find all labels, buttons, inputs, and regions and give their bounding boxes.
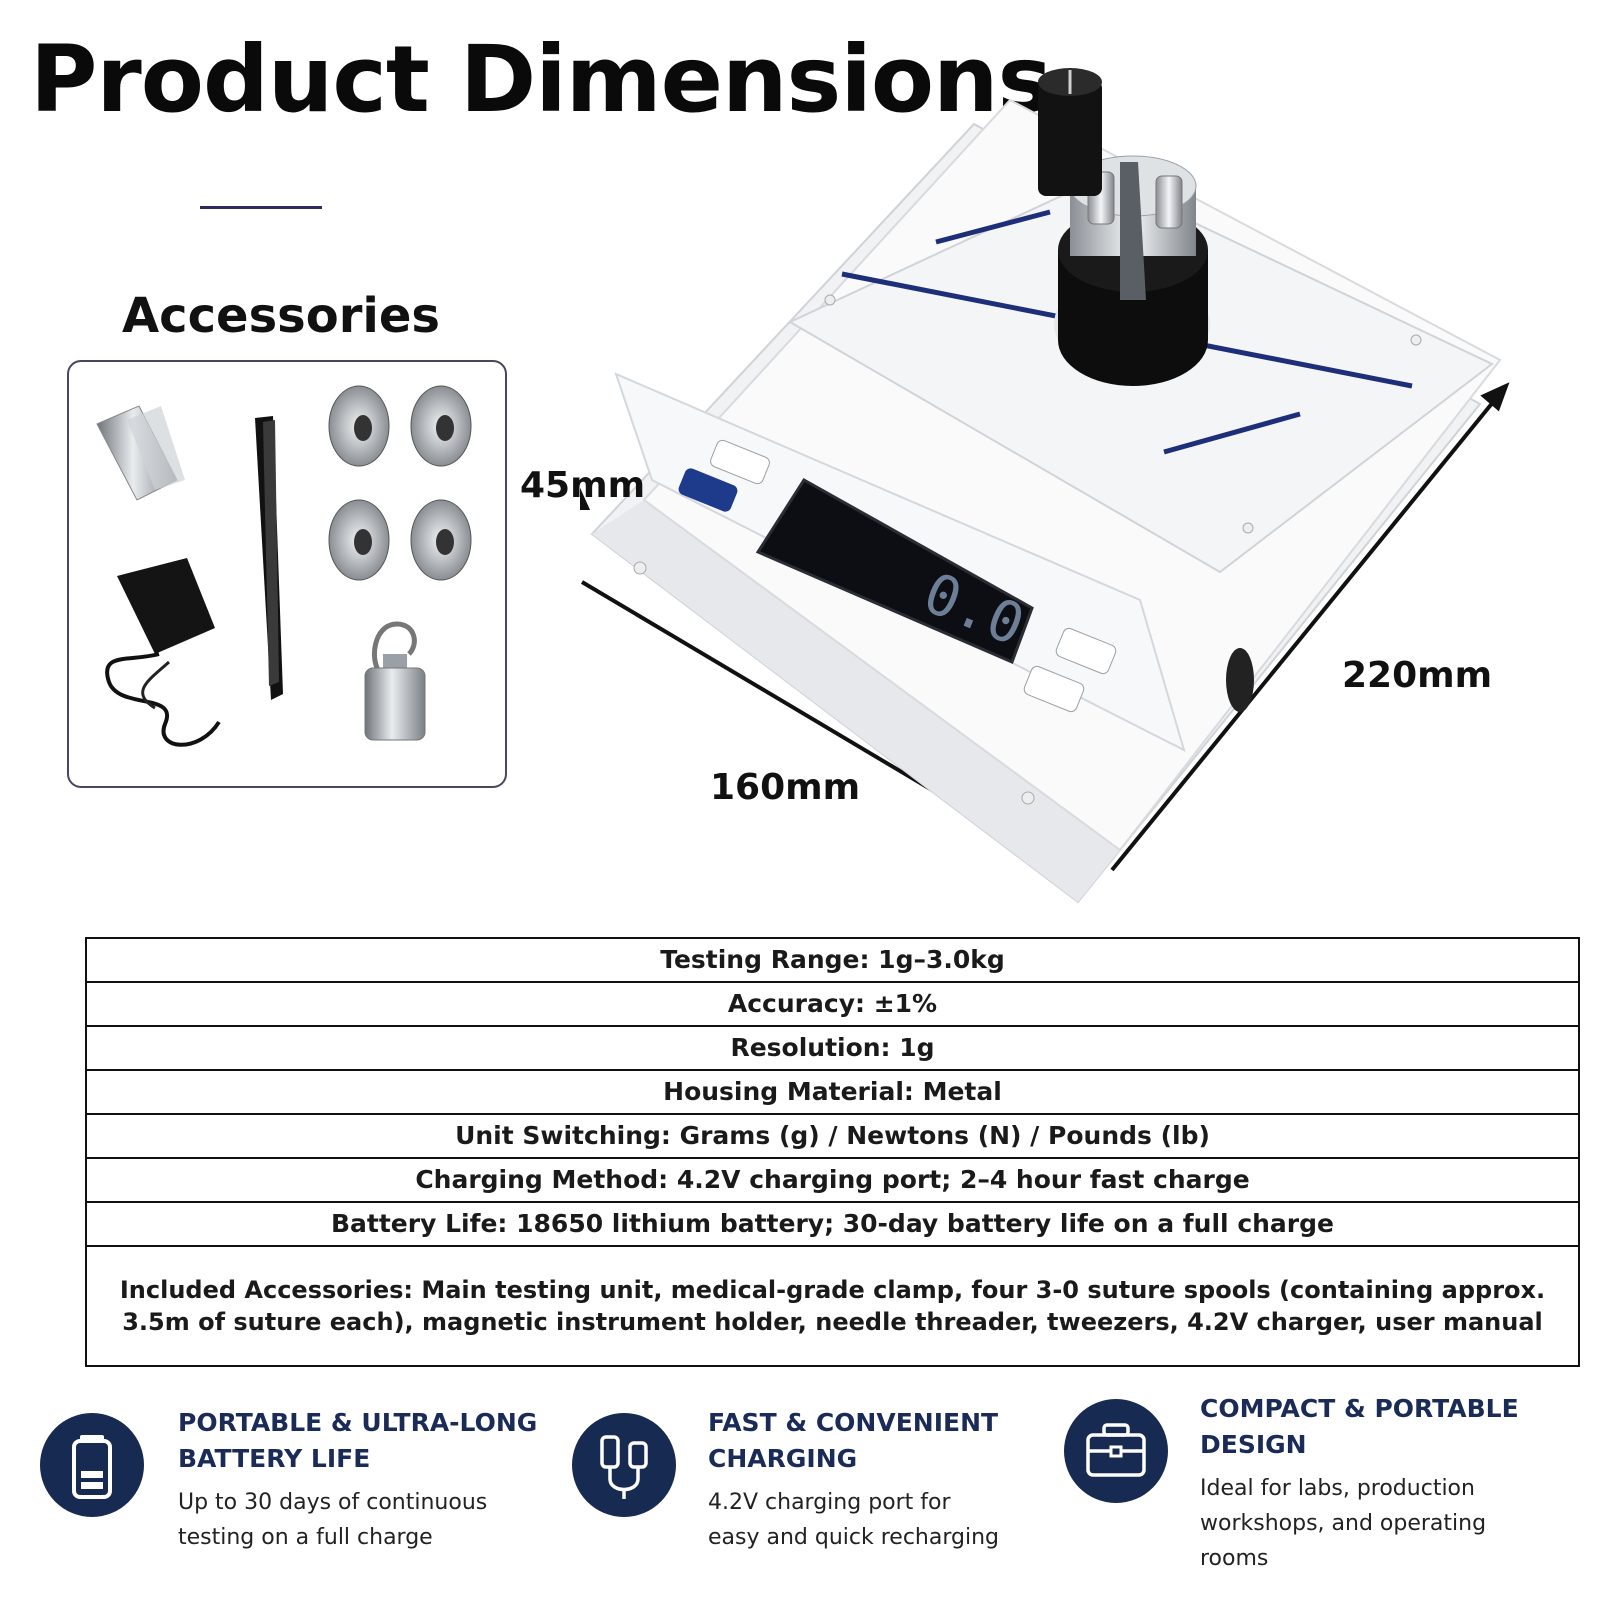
spec-included-accessories: Included Accessories: Main testing unit,… bbox=[85, 1245, 1580, 1367]
force-tester-illustration: 0.0 bbox=[565, 60, 1580, 920]
table-row: Battery Life: 18650 lithium battery; 30-… bbox=[85, 1201, 1580, 1247]
suture-spool-icon bbox=[328, 385, 390, 467]
clamp-icon bbox=[1054, 155, 1210, 386]
accessories-illustration bbox=[96, 385, 472, 747]
suture-spool-icon bbox=[410, 499, 472, 581]
accessories-heading: Accessories bbox=[122, 288, 440, 344]
depth-dimension-label: 220mm bbox=[1342, 655, 1493, 696]
spec-accuracy: Accuracy: ±1% bbox=[85, 981, 1580, 1027]
accessories-panel bbox=[67, 360, 507, 788]
spec-testing-range: Testing Range: 1g–3.0kg bbox=[85, 937, 1580, 983]
table-row: Unit Switching: Grams (g) / Newtons (N) … bbox=[85, 1113, 1580, 1159]
specifications-table: Testing Range: 1g–3.0kg Accuracy: ±1% Re… bbox=[85, 937, 1580, 1367]
toolbox-icon bbox=[1064, 1399, 1168, 1503]
table-row: Testing Range: 1g–3.0kg bbox=[85, 937, 1580, 983]
spec-resolution: Resolution: 1g bbox=[85, 1025, 1580, 1071]
charging-port bbox=[1226, 648, 1254, 712]
spec-unit-switching: Unit Switching: Grams (g) / Newtons (N) … bbox=[85, 1113, 1580, 1159]
magnetic-holder-icon bbox=[96, 405, 185, 501]
height-dimension-label: 45mm bbox=[520, 465, 646, 506]
battery-icon bbox=[40, 1413, 144, 1517]
title-underline bbox=[200, 206, 322, 209]
spec-battery-life: Battery Life: 18650 lithium battery; 30-… bbox=[85, 1201, 1580, 1247]
table-row: Resolution: 1g bbox=[85, 1025, 1580, 1071]
spec-charging-method: Charging Method: 4.2V charging port; 2–4… bbox=[85, 1157, 1580, 1203]
spec-housing-material: Housing Material: Metal bbox=[85, 1069, 1580, 1115]
table-row: Accuracy: ±1% bbox=[85, 981, 1580, 1027]
depth-arrow bbox=[1110, 382, 1510, 872]
calibration-weight-icon bbox=[364, 621, 426, 741]
table-row: Included Accessories: Main testing unit,… bbox=[85, 1245, 1580, 1367]
charger-icon bbox=[105, 558, 221, 747]
width-dimension-label: 160mm bbox=[710, 767, 861, 808]
usb-cable-icon bbox=[572, 1413, 676, 1517]
page-title: Product Dimensions bbox=[30, 26, 1052, 133]
suture-spool-icon bbox=[410, 385, 472, 467]
table-row: Charging Method: 4.2V charging port; 2–4… bbox=[85, 1157, 1580, 1203]
needle-holder-icon bbox=[1038, 68, 1102, 196]
suture-spool-icon bbox=[328, 499, 390, 581]
tweezers-icon bbox=[255, 416, 283, 700]
table-row: Housing Material: Metal bbox=[85, 1069, 1580, 1115]
